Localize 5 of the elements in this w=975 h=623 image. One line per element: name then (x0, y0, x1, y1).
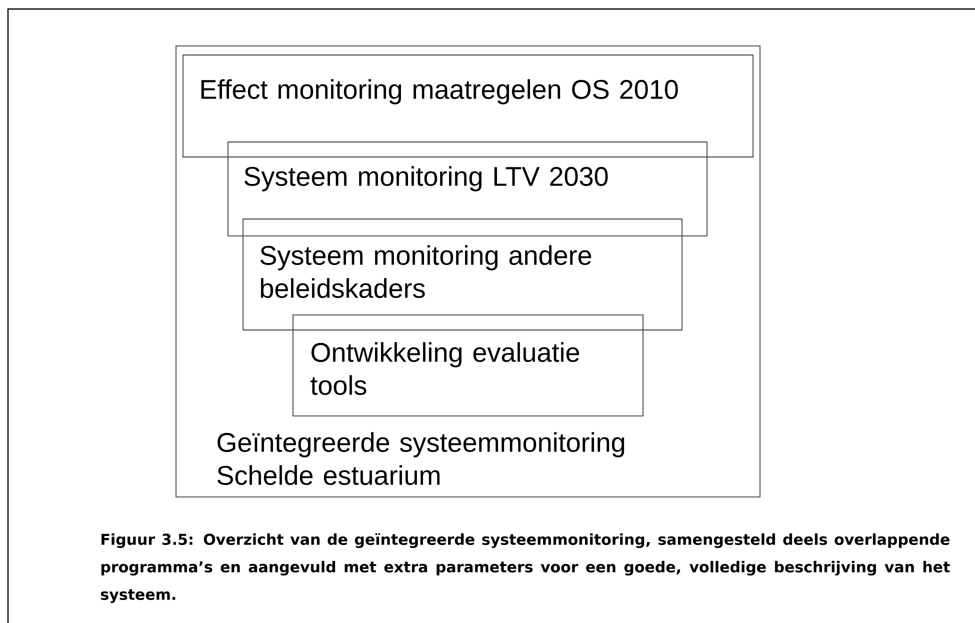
figure-caption: Figuur 3.5: Overzicht van de geïntegreerde systeemmonitoring, samengesteld deels overlappende programma’s en aangevuld met extra parameters voor een goede, volledige beschrijving van het systeem. (100, 533, 950, 604)
program-box: Systeem monitoring LTV 2030 (228, 142, 708, 236)
program-box: Systeem monitoring andere beleidskaders (242, 218, 682, 330)
program-box: Ontwikkeling evaluatie tools (292, 314, 644, 416)
program-box: Effect monitoring maatregelen OS 2010 (182, 54, 754, 158)
